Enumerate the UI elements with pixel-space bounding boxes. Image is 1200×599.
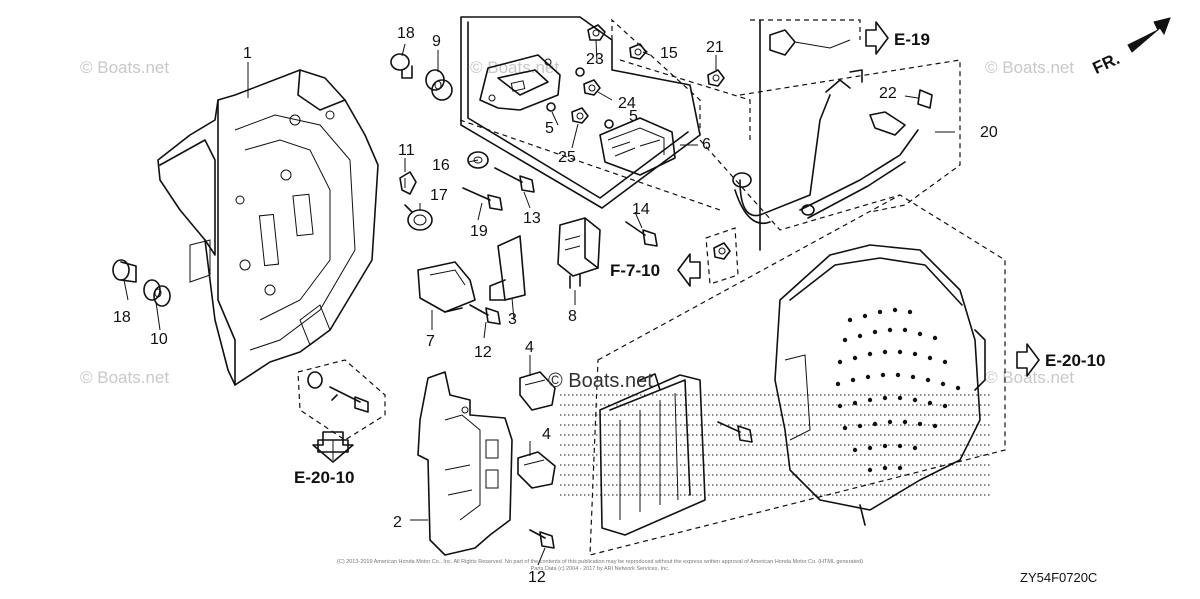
callout-5-right[interactable]: 5 [629, 108, 638, 125]
leader-lines [123, 39, 955, 566]
part-8-connector[interactable] [557, 217, 601, 289]
part-2-bracket[interactable] [417, 371, 513, 556]
callout-2[interactable]: 2 [393, 514, 402, 531]
copyright-line-1: (C) 2013-2019 American Honda Motor Co., … [337, 559, 863, 565]
part-7-bracket[interactable] [417, 261, 476, 313]
part-rectifier-bracket[interactable] [479, 54, 561, 111]
callout-18-upper[interactable]: 18 [397, 25, 415, 42]
callout-16[interactable]: 16 [432, 157, 450, 174]
callout-23[interactable]: 23 [586, 51, 604, 68]
callout-18-lower[interactable]: 18 [113, 309, 131, 326]
part-19-bolt[interactable] [462, 187, 503, 211]
part-cover-right[interactable] [774, 244, 986, 526]
callout-4-upper[interactable]: 4 [525, 339, 534, 356]
ref-e-20-10-right-label[interactable]: E-20-10 [1045, 351, 1105, 370]
callout-15[interactable]: 15 [660, 45, 678, 62]
part-25-nut[interactable] [571, 107, 589, 124]
part-5-nut-b[interactable] [604, 119, 614, 129]
callout-10[interactable]: 10 [150, 331, 168, 348]
part-23-nut[interactable] [587, 24, 606, 41]
callout-19[interactable]: 19 [470, 223, 488, 240]
arrow-e-20-10-left [312, 431, 354, 463]
copyright-notice: (C) 2013-2019 American Honda Motor Co., … [330, 559, 870, 573]
cover-vent-dots [835, 307, 961, 473]
ref-e-20-10-right[interactable]: E-20-10 [1016, 343, 1105, 377]
ref-e-20-10-left[interactable]: E-20-10 [294, 468, 354, 487]
part-4-clip-upper[interactable] [519, 371, 556, 411]
callout-22[interactable]: 22 [879, 85, 897, 102]
ref-e-19-label[interactable]: E-19 [894, 30, 930, 49]
stipple-overlay [560, 394, 990, 496]
part-20-wire-harness[interactable] [619, 19, 961, 251]
part-bolt-cover[interactable] [717, 421, 753, 443]
callout-12-upper[interactable]: 12 [474, 344, 492, 361]
part-4-clip-lower[interactable] [517, 451, 556, 489]
part-16-washer[interactable] [467, 151, 489, 169]
part-24-nut[interactable] [583, 79, 601, 96]
part-15-nut[interactable] [629, 43, 647, 60]
lower-right-assembly-box [459, 119, 1006, 556]
callout-9[interactable]: 9 [432, 33, 441, 50]
watermark-mid-right: © Boats.net [985, 368, 1075, 387]
callout-12-lower[interactable]: 12 [528, 569, 546, 586]
callout-3[interactable]: 3 [508, 311, 517, 328]
part-21-nut[interactable] [707, 69, 725, 87]
bolt-group-e-20-10 [297, 359, 386, 460]
part-nut-upper[interactable] [575, 67, 585, 77]
part-5-nut-a[interactable] [546, 102, 556, 112]
callout-numbers: 1 18 9 11 18 10 2 3 4 4 5 5 6 7 8 12 12 … [113, 25, 998, 586]
group-box-rectifier [460, 16, 701, 209]
part-22-connector[interactable] [869, 89, 933, 136]
callout-5-left[interactable]: 5 [545, 120, 554, 137]
part-17-clamp[interactable] [404, 204, 433, 231]
part-6-regulator[interactable] [599, 117, 676, 176]
part-9-grommet-upper[interactable] [425, 69, 453, 101]
part-control-module[interactable] [599, 373, 706, 536]
part-12-bolt-lower[interactable] [529, 529, 555, 549]
callout-25[interactable]: 25 [558, 149, 576, 166]
part-18-bolt-lower[interactable] [112, 259, 137, 283]
part-12-bolt-upper[interactable] [469, 304, 501, 325]
callout-7[interactable]: 7 [426, 333, 435, 350]
part-1-electrical-case[interactable] [157, 69, 379, 386]
part-11-clip[interactable] [399, 171, 417, 195]
ref-e-19[interactable]: E-19 [865, 21, 930, 55]
callout-1[interactable]: 1 [243, 45, 252, 62]
callout-20[interactable]: 20 [980, 124, 998, 141]
part-10-grommet-lower[interactable] [143, 279, 171, 307]
watermark-top-right: © Boats.net [985, 58, 1075, 77]
callout-4-lower[interactable]: 4 [542, 426, 551, 443]
ref-f-7-10[interactable]: F-7-10 [610, 253, 701, 287]
copyright-line-2: Parts Data (c) 2004 - 2017 by ARI Networ… [530, 566, 670, 572]
callout-21[interactable]: 21 [706, 39, 724, 56]
part-nut-f-7-10[interactable] [705, 227, 739, 285]
callout-11[interactable]: 11 [398, 142, 415, 159]
watermark-mid-left: © Boats.net [80, 368, 170, 387]
ref-f-7-10-label[interactable]: F-7-10 [610, 261, 660, 280]
callout-6[interactable]: 6 [702, 136, 711, 153]
callout-17[interactable]: 17 [430, 187, 448, 204]
diagram-code: ZY54F0720C [1020, 570, 1098, 585]
callout-24[interactable]: 24 [618, 95, 636, 112]
part-14-bolt[interactable] [625, 221, 658, 247]
part-18-bolt-upper[interactable] [390, 53, 413, 79]
callout-8[interactable]: 8 [568, 308, 577, 325]
watermark-top-left: © Boats.net [80, 58, 170, 77]
callout-14[interactable]: 14 [632, 201, 650, 218]
ref-e-20-10-left-label[interactable]: E-20-10 [294, 468, 354, 487]
part-3-bracket[interactable] [489, 235, 526, 301]
front-direction-indicator: FR. [1090, 17, 1171, 78]
center-watermark: © Boats.net [548, 370, 653, 392]
front-label: FR. [1090, 49, 1123, 78]
callout-13[interactable]: 13 [523, 210, 541, 227]
part-13-bolt[interactable] [494, 167, 535, 193]
